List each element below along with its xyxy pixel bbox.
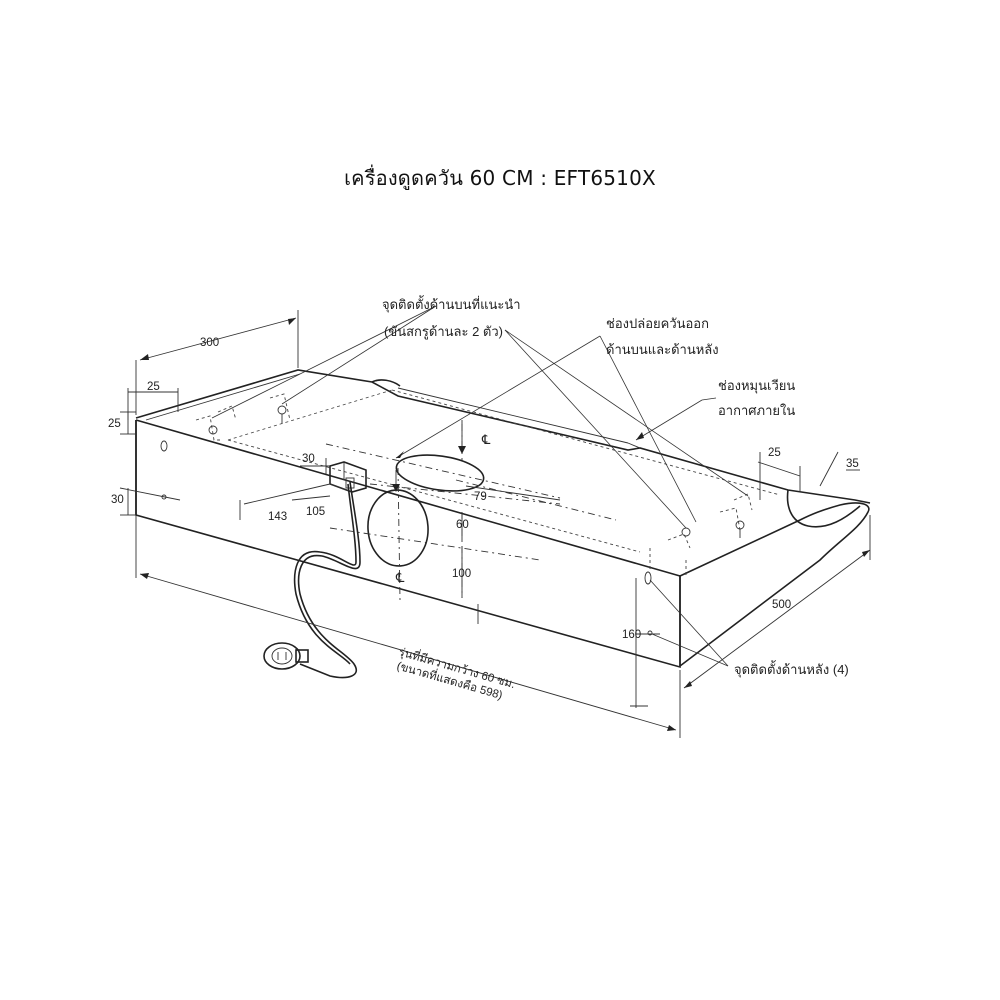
rear-mount-hole-icon <box>647 630 653 636</box>
centerline-symbol: ℄ <box>481 432 491 447</box>
rear-mount-hole-icon <box>160 440 168 452</box>
top-mount-label-2: (ขันสกรูด้านละ 2 ตัว) <box>384 324 503 340</box>
dim-25-left-y: 25 <box>108 418 121 430</box>
center-lines: ℄ ℄ <box>325 420 617 601</box>
dim-160: 160 <box>622 629 641 641</box>
plug-icon <box>263 642 309 670</box>
dim-60: 60 <box>456 519 469 531</box>
top-mount-label-1: จุดติดตั้งด้านบนที่แนะนำ <box>382 295 521 313</box>
rear-outlet <box>367 489 429 567</box>
dim-300: 300 <box>200 337 219 349</box>
dim-30-socket: 30 <box>302 453 315 465</box>
top-outlet <box>395 454 485 492</box>
dim-25-left-x: 25 <box>147 381 160 393</box>
rear-mount-hole-icon <box>644 571 652 585</box>
dim-105: 105 <box>306 506 325 518</box>
mount-screw-icon <box>277 405 287 415</box>
dim-100: 100 <box>452 568 471 580</box>
dimension-lines <box>119 310 871 738</box>
dim-500: 500 <box>772 599 791 611</box>
exhaust-label-1: ช่องปล่อยควันออก <box>606 316 709 331</box>
power-cord <box>263 481 361 679</box>
dim-25-right-x: 25 <box>768 447 781 459</box>
dim-79: 79 <box>474 491 487 503</box>
rear-mount-label: จุดติดตั้งด้านหลัง (4) <box>734 660 849 678</box>
exhaust-label-2: ด้านบนและด้านหลัง <box>606 342 719 357</box>
page-title: เครื่องดูดควัน 60 CM : EFT6510X <box>344 166 656 190</box>
dim-35-right: 35 <box>846 458 859 470</box>
mount-screws <box>160 405 745 636</box>
centerline-symbol: ℄ <box>395 570 405 585</box>
hidden-lines <box>195 389 781 575</box>
dim-30-left: 30 <box>111 494 124 506</box>
dim-143: 143 <box>268 511 287 523</box>
recirculation-label-2: อากาศภายใน <box>718 403 795 418</box>
leader-lines <box>211 305 749 667</box>
mount-screw-icon <box>681 527 691 537</box>
hood-outline <box>135 369 871 669</box>
recirculation-label-1: ช่องหมุนเวียน <box>718 378 795 394</box>
annotation-text: จุดติดตั้งด้านบนที่แนะนำ (ขันสกรูด้านละ … <box>108 295 859 702</box>
mount-screw-icon <box>208 425 218 435</box>
